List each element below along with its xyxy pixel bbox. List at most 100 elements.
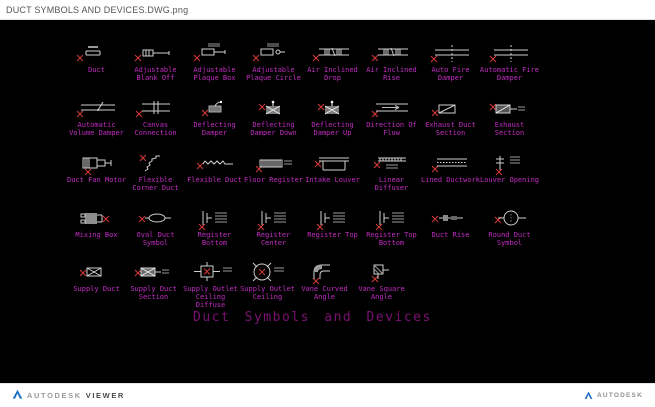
duct-rise-icon	[421, 207, 480, 230]
symbol-cell: Register Bottom	[185, 207, 244, 247]
symbol-cell: Register Top	[303, 207, 362, 247]
symbol-cell: Louver Opening	[480, 152, 539, 192]
footer-brand-left: AUTODESK	[27, 391, 82, 400]
louver-icon	[303, 152, 362, 175]
footer-brand-right: AUTODESK	[597, 392, 643, 399]
symbol-cell: Supply Duct Section	[125, 261, 182, 309]
footer-bar: AUTODESK VIEWER AUTODESK	[0, 383, 655, 407]
autodesk-badge[interactable]: AUTODESK	[584, 387, 643, 405]
symbol-cell: Duct	[67, 42, 126, 82]
symbol-label: Supply Duct	[73, 285, 120, 293]
symbol-label: Register Top Bottom	[366, 231, 417, 247]
symbol-label: Automatic Volume Damper	[69, 121, 124, 137]
symbol-cell: Auto Fire Damper	[421, 42, 480, 82]
drawing-title: Duct Symbols and Devices	[193, 310, 432, 325]
autodesk-logo-icon	[584, 387, 593, 405]
symbol-label: Duct	[88, 66, 105, 74]
symbol-cell: Air Inclined Drop	[303, 42, 362, 82]
lined-icon	[421, 152, 480, 175]
symbol-label: Deflecting Damper Down	[250, 121, 297, 137]
symbol-cell: Duct Rise	[421, 207, 480, 247]
symbol-label: Duct Fan Motor	[67, 176, 127, 184]
symbol-label: Air Inclined Rise	[366, 66, 417, 82]
symbol-cell: Deflecting Damper Up	[303, 97, 362, 137]
blank-off-icon	[126, 42, 185, 65]
autodesk-viewer-logo[interactable]: AUTODESK VIEWER	[12, 387, 125, 405]
box-x-dot-icon	[244, 97, 303, 120]
box-x-dot-icon	[303, 97, 362, 120]
linear-diff-icon	[362, 152, 421, 175]
louver-open-icon	[480, 152, 539, 175]
symbol-label: Adjustable Blank Off	[134, 66, 177, 82]
vane-curved-icon	[296, 261, 353, 284]
ceil-diffuser-big-icon	[239, 261, 296, 284]
duct-icon	[67, 42, 126, 65]
symbol-label: Deflecting Damper	[193, 121, 236, 137]
symbol-cell: Deflecting Damper	[185, 97, 244, 137]
symbol-cell: Adjustable Plaque Box	[185, 42, 244, 82]
symbol-label: Adjustable Plaque Circle	[246, 66, 301, 82]
box-x-line-icon	[125, 261, 182, 284]
symbol-cell: Register Center	[244, 207, 303, 247]
symbol-label: Flexible Duct	[187, 176, 242, 184]
symbol-label: Auto Fire Damper	[431, 66, 470, 82]
symbol-cell: Flexible Duct	[185, 152, 244, 192]
sect-diag-icon	[421, 97, 480, 120]
symbol-cell: Vane Curved Angle	[296, 261, 353, 309]
title-bar: DUCT SYMBOLS AND DEVICES.DWG.png	[0, 0, 655, 20]
symbol-label: Vane Square Angle	[358, 285, 405, 301]
register-icon	[303, 207, 362, 230]
flow-arrow-icon	[362, 97, 421, 120]
symbol-cell: Automatic Volume Damper	[67, 97, 126, 137]
symbol-cell: Automatic Fire Damper	[480, 42, 539, 82]
hatch-bar-icon	[244, 152, 303, 175]
vane-square-icon	[353, 261, 410, 284]
symbol-label: Round Duct Symbol	[488, 231, 531, 247]
symbol-label: Adjustable Plaque Box	[193, 66, 236, 82]
deflect-icon	[185, 97, 244, 120]
symbol-label: Register Top	[307, 231, 358, 239]
symbol-label: Register Center	[256, 231, 291, 247]
footer-product: VIEWER	[85, 391, 125, 400]
symbol-row: Duct Adjustable Blank Off Adjustable Plaqu…	[67, 42, 539, 82]
symbol-cell: Deflecting Damper Down	[244, 97, 303, 137]
symbol-row: Automatic Volume Damper Canvas Connection…	[67, 97, 539, 137]
symbol-cell: Supply Outlet Ceiling	[239, 261, 296, 309]
symbol-cell: Intake Louver	[303, 152, 362, 192]
symbol-cell: Flexible Corner Duct	[126, 152, 185, 192]
symbol-cell: Linear Diffuser	[362, 152, 421, 192]
symbol-label: Exhaust Duct Section	[425, 121, 476, 137]
symbol-label: Deflecting Damper Up	[311, 121, 354, 137]
mixing-box-icon	[67, 207, 126, 230]
ladder-icon	[362, 42, 421, 65]
register-icon	[362, 207, 421, 230]
fire-damper-icon	[421, 42, 480, 65]
symbol-cell: Exhaust Section	[480, 97, 539, 137]
register-icon	[185, 207, 244, 230]
symbol-cell: Duct Fan Motor	[67, 152, 126, 192]
symbol-cell: Oval Duct Symbol	[126, 207, 185, 247]
symbol-cell: Adjustable Plaque Circle	[244, 42, 303, 82]
symbol-cell: Air Inclined Rise	[362, 42, 421, 82]
symbol-cell: Vane Square Angle	[353, 261, 410, 309]
zigzag-icon	[185, 152, 244, 175]
symbol-cell: Direction Of Flow	[362, 97, 421, 137]
symbol-label: Canvas Connection	[134, 121, 177, 137]
plaque-circle-icon	[244, 42, 303, 65]
zigzag-corner-icon	[126, 152, 185, 175]
file-name: DUCT SYMBOLS AND DEVICES.DWG.png	[6, 4, 189, 15]
oval-icon	[126, 207, 185, 230]
box-x-icon	[68, 261, 125, 284]
symbol-cell: Canvas Connection	[126, 97, 185, 137]
drawing-canvas[interactable]: Duct Adjustable Blank Off Adjustable Plaqu…	[0, 20, 655, 383]
symbol-label: Oval Duct Symbol	[136, 231, 175, 247]
symbol-label: Register Bottom	[197, 231, 232, 247]
symbol-cell: Supply Outlet Ceiling Diffuse	[182, 261, 239, 309]
register-icon	[244, 207, 303, 230]
autodesk-logo-icon	[12, 387, 23, 405]
symbol-label: Air Inclined Drop	[307, 66, 358, 82]
symbol-label: Direction Of Flow	[366, 121, 417, 137]
symbol-label: Exhaust Section	[494, 121, 525, 137]
symbol-label: Vane Curved Angle	[301, 285, 348, 301]
